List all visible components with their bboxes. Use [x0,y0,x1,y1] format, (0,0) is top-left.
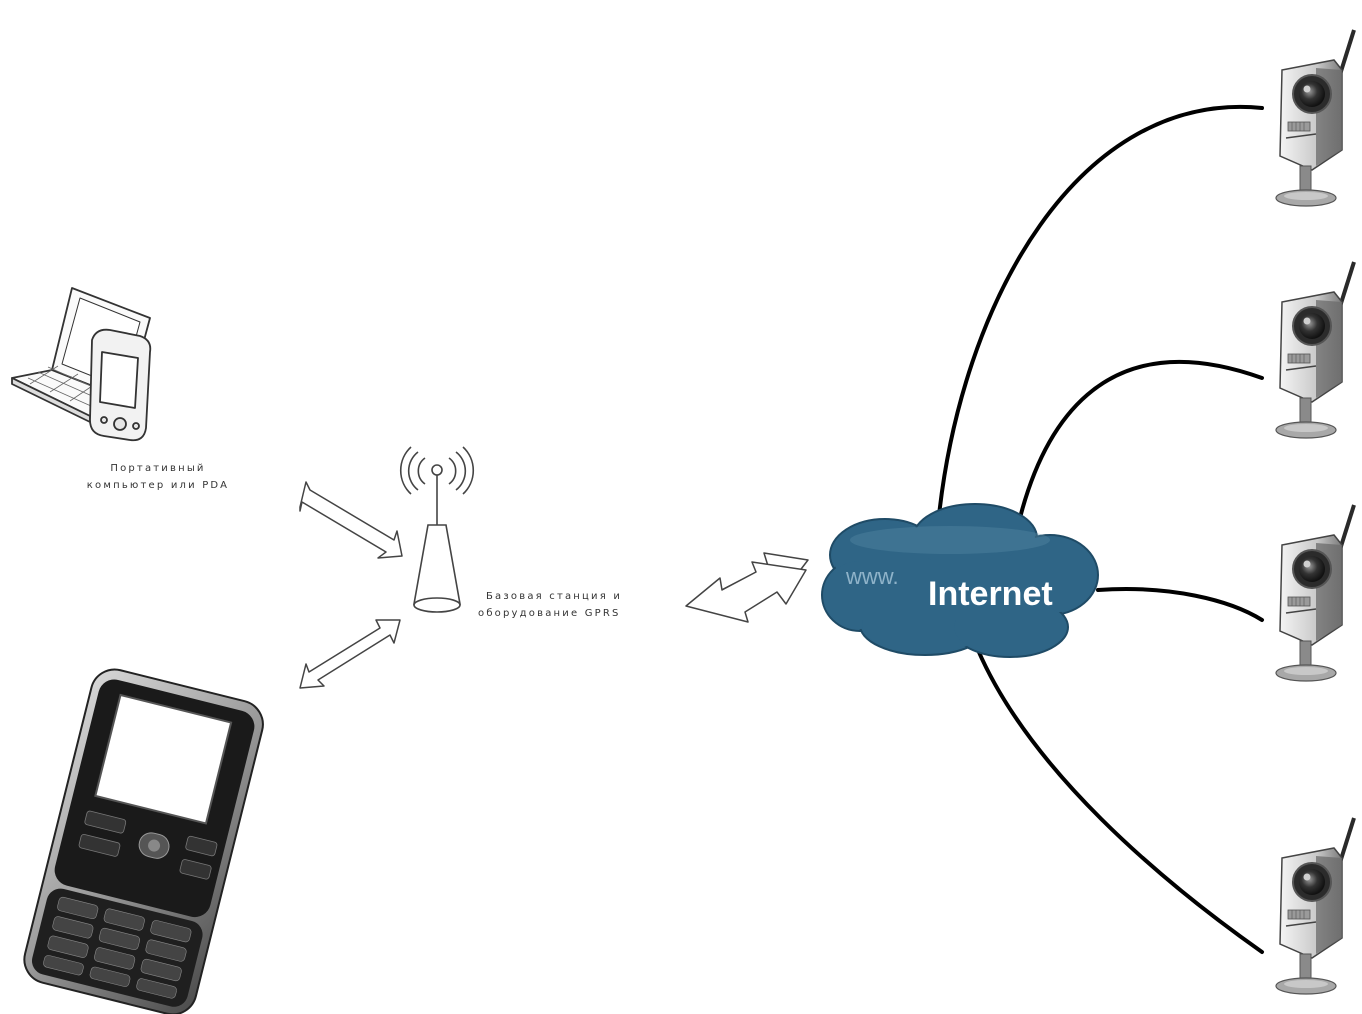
double-arrow-phone-station [299,619,401,689]
base-station-antenna-icon [399,446,475,613]
internet-cloud-icon [821,503,1099,658]
ip-camera-1-icon [1274,28,1356,208]
laptop-caption-line-2: компьютер или PDA [86,480,230,491]
double-arrow-laptop-station [299,481,403,559]
ip-camera-3-icon [1274,503,1356,683]
base-station-caption: Базовая станция и оборудование GPRS [478,588,622,622]
network-cables [936,104,1264,954]
ip-camera-2-icon [1274,260,1356,440]
slider-phone-icon [23,668,264,1014]
laptop-pda-caption: Портативный компьютер или PDA [58,460,258,494]
cloud-www-prefix: www. [845,564,899,589]
station-caption-line-1: Базовая станция и [486,591,623,602]
station-caption-line-2: оборудование GPRS [478,608,621,619]
cable-to-camera-1 [936,104,1264,527]
pda-icon [89,328,152,442]
cable-to-camera-2 [1015,359,1264,532]
cable-to-camera-3 [1096,587,1264,622]
ip-camera-4-icon [1274,816,1356,996]
laptop-caption-line-1: Портативный [110,463,206,474]
cable-to-camera-4 [976,648,1264,954]
cloud-internet-label: Internet [928,575,1053,613]
arrow-cloud-to-station [685,561,807,623]
